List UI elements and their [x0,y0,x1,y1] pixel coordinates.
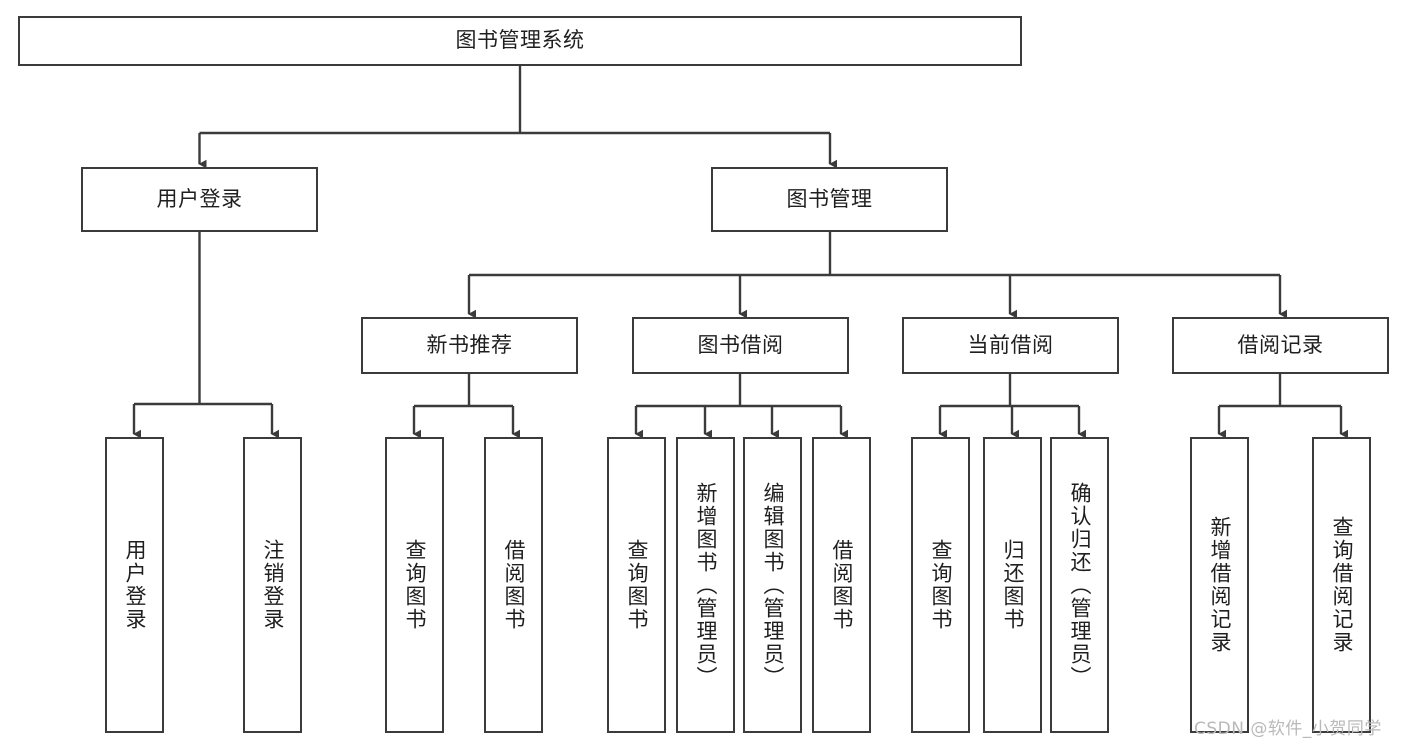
node-current-borrow[interactable]: 当前借阅 [902,317,1119,374]
node-current-borrow-label: 当前借阅 [967,332,1054,357]
node-user-login-label: 用户登录 [156,186,243,211]
node-leaf-query-book-1-label: 查询图书 [402,539,427,631]
node-leaf-query-book-1[interactable]: 查询图书 [385,437,444,733]
node-root[interactable]: 图书管理系统 [18,16,1022,66]
node-leaf-borrow-book-2[interactable]: 借阅图书 [812,437,871,733]
node-leaf-query-book-2-label: 查询图书 [624,539,649,631]
node-leaf-logout-label: 注销登录 [260,539,285,631]
node-leaf-edit-book[interactable]: 编辑图书（管理员） [743,437,802,733]
node-borrow-record-label: 借阅记录 [1237,332,1324,357]
node-leaf-query-book-3-label: 查询图书 [928,539,953,631]
node-user-login[interactable]: 用户登录 [81,167,318,232]
node-leaf-add-record-label: 新增借阅记录 [1207,516,1232,654]
node-new-book-recommend-label: 新书推荐 [426,332,513,357]
node-leaf-edit-book-label: 编辑图书（管理员） [760,481,785,689]
node-leaf-add-record[interactable]: 新增借阅记录 [1190,437,1249,733]
node-leaf-confirm-return-label: 确认归还（管理员） [1067,481,1092,689]
node-leaf-add-book[interactable]: 新增图书（管理员） [676,437,735,733]
node-leaf-user-login-label: 用户登录 [122,539,147,631]
node-root-label: 图书管理系统 [455,28,585,53]
node-new-book-recommend[interactable]: 新书推荐 [361,317,578,374]
node-leaf-query-record-label: 查询借阅记录 [1329,516,1354,654]
node-borrow-record[interactable]: 借阅记录 [1172,317,1389,374]
node-leaf-borrow-book-1-label: 借阅图书 [501,539,526,631]
node-leaf-query-book-3[interactable]: 查询图书 [911,437,970,733]
node-leaf-add-book-label: 新增图书（管理员） [693,481,718,689]
node-leaf-logout[interactable]: 注销登录 [243,437,302,733]
node-leaf-confirm-return[interactable]: 确认归还（管理员） [1050,437,1109,733]
node-leaf-query-book-2[interactable]: 查询图书 [607,437,666,733]
node-leaf-return-book[interactable]: 归还图书 [983,437,1042,733]
watermark-text: CSDN @软件_小贺同学 [1194,719,1382,739]
node-leaf-return-book-label: 归还图书 [1000,539,1025,631]
node-leaf-user-login[interactable]: 用户登录 [105,437,164,733]
node-book-borrow-label: 图书借阅 [697,332,784,357]
node-leaf-borrow-book-1[interactable]: 借阅图书 [484,437,543,733]
node-book-borrow[interactable]: 图书借阅 [632,317,849,374]
node-book-manage[interactable]: 图书管理 [711,167,948,232]
node-book-manage-label: 图书管理 [786,186,873,211]
node-leaf-borrow-book-2-label: 借阅图书 [829,539,854,631]
node-leaf-query-record[interactable]: 查询借阅记录 [1312,437,1371,733]
